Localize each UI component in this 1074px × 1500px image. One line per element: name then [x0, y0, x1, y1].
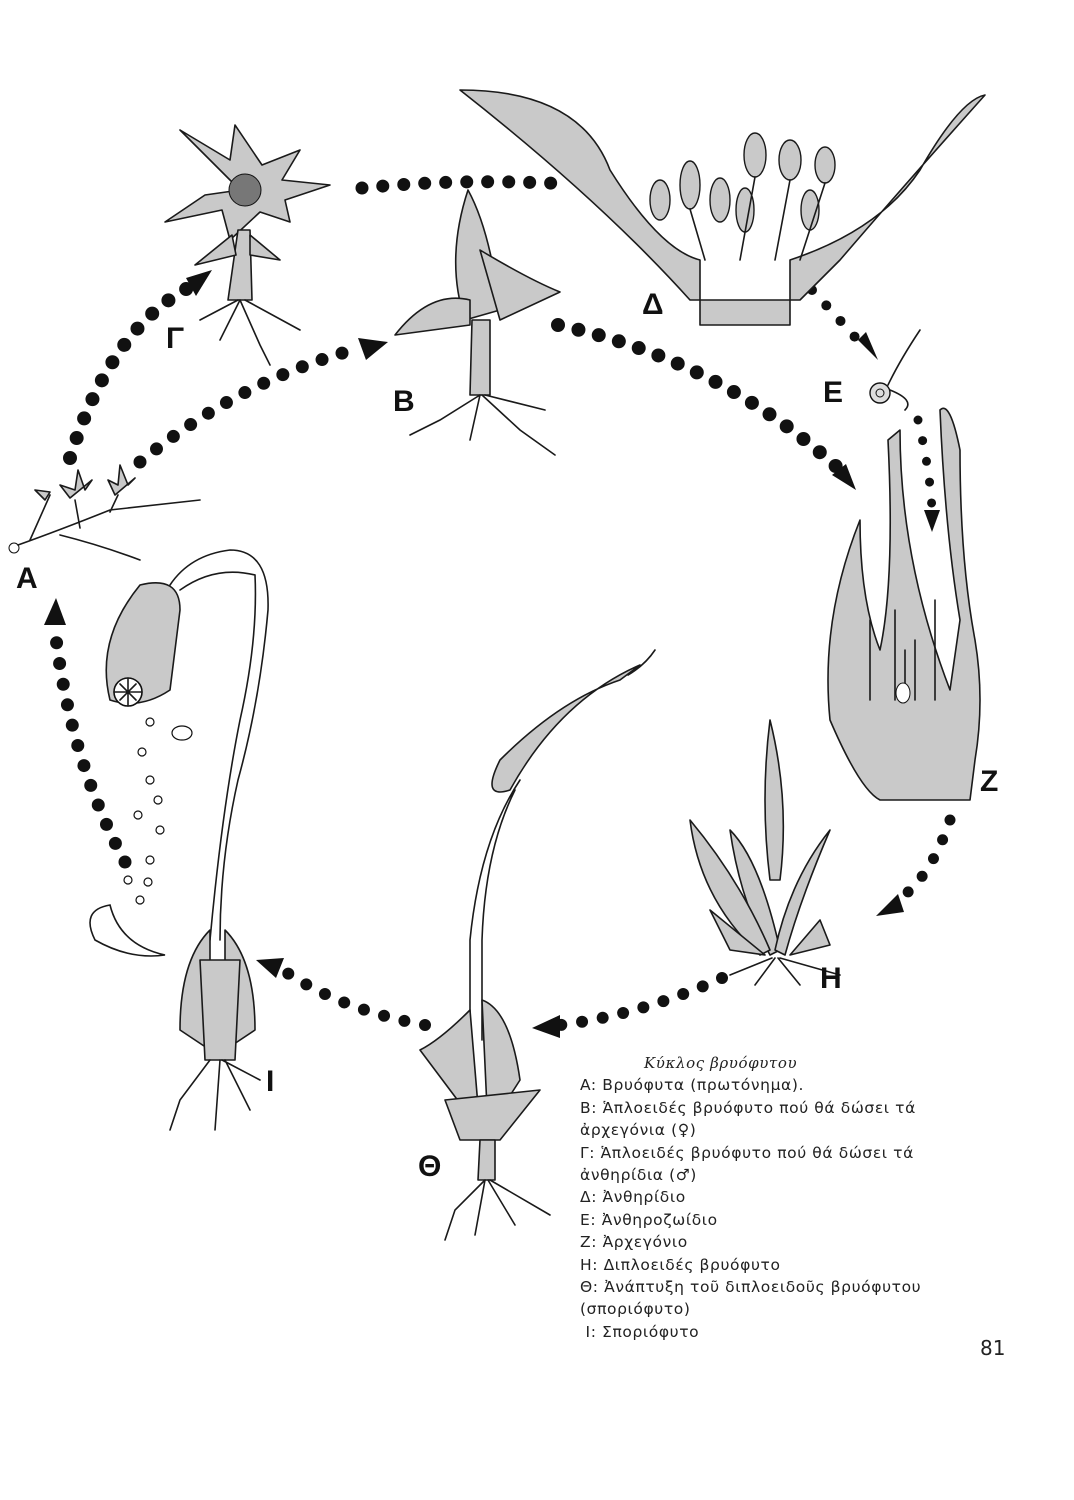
label-gamma: Γ: [166, 322, 185, 355]
caption-item: Δ: Ἀνθηρίδιο: [580, 1188, 686, 1207]
cycle-arrows: [44, 175, 956, 1038]
diploid-sporophyte-h: [689, 719, 841, 986]
caption-item: Θ: Ἀνάπτυξη τοῦ διπλοειδοῦς βρυόφυτου: [580, 1278, 922, 1297]
arrowhead: [832, 464, 856, 490]
arrow-e-to-z: [913, 415, 937, 515]
arrow-z-to-h: [889, 814, 956, 908]
protonema-a: [8, 464, 201, 561]
arrowhead: [256, 958, 284, 978]
arrowhead: [532, 1015, 560, 1038]
arrow-b-to-z: [551, 318, 847, 477]
label-theta: Θ: [418, 1150, 442, 1183]
arrow-theta-to-i: [274, 962, 431, 1031]
arrowhead: [858, 332, 878, 360]
caption-item: A: Βρυόφυτα (πρωτόνημα).: [580, 1076, 805, 1095]
arrow-delta-to-e: [807, 285, 867, 350]
label-h: H: [820, 962, 842, 995]
caption-title: Κύκλος βρυόφυτου: [644, 1054, 798, 1072]
arrowhead: [876, 894, 904, 916]
archegonium-z: [827, 407, 981, 801]
page-number: 81: [980, 1336, 1006, 1360]
arrowhead: [186, 270, 212, 296]
arrowhead: [358, 338, 388, 360]
arrow-i-to-a: [48, 623, 132, 869]
male-gametophyte-gamma: [164, 124, 331, 366]
label-i: I: [266, 1065, 275, 1098]
female-gametophyte-b: [394, 189, 561, 456]
figure-caption: Κύκλος βρυόφυτου A: Βρυόφυτα (πρωτόνημα)…: [580, 1052, 921, 1343]
arrowhead: [924, 510, 940, 532]
antherozoid-e: [869, 329, 921, 411]
arrow-a-to-gamma: [63, 281, 195, 465]
caption-item: H: Διπλοειδές βρυόφυτο: [580, 1255, 781, 1274]
arrow-gamma-to-delta: [355, 175, 575, 195]
caption-item: ἀνθηρίδια (♂): [580, 1166, 697, 1185]
caption-item: (σποριόφυτο): [580, 1300, 691, 1319]
caption-item: Z: Ἀρχεγόνιο: [580, 1233, 688, 1252]
label-delta: Δ: [642, 288, 664, 321]
caption-item: I: Σποριόφυτο: [580, 1322, 700, 1341]
label-z: Z: [980, 765, 999, 798]
arrowhead: [44, 598, 66, 625]
label-e: E: [823, 376, 844, 409]
sporophyte-i: [105, 549, 269, 1131]
caption-item: Γ: Ἁπλοειδές βρυόφυτο πού θά δώσει τά: [580, 1143, 914, 1162]
label-a: A: [16, 562, 38, 595]
caption-item: ἀρχεγόνια (♀): [580, 1121, 697, 1140]
arrow-a-to-b: [133, 341, 367, 469]
antheridium-delta: [459, 89, 986, 326]
spores: [123, 717, 193, 905]
caption-item: E: Ἀνθηροζωίδιο: [580, 1210, 718, 1229]
developing-sporophyte-theta: [419, 649, 656, 1241]
capsule-lid: [89, 904, 166, 957]
caption-item: B: Ἁπλοειδές βρυόφυτο πού θά δώσει τά: [580, 1098, 916, 1117]
label-b: B: [393, 385, 415, 418]
arrow-h-to-theta: [554, 972, 728, 1031]
